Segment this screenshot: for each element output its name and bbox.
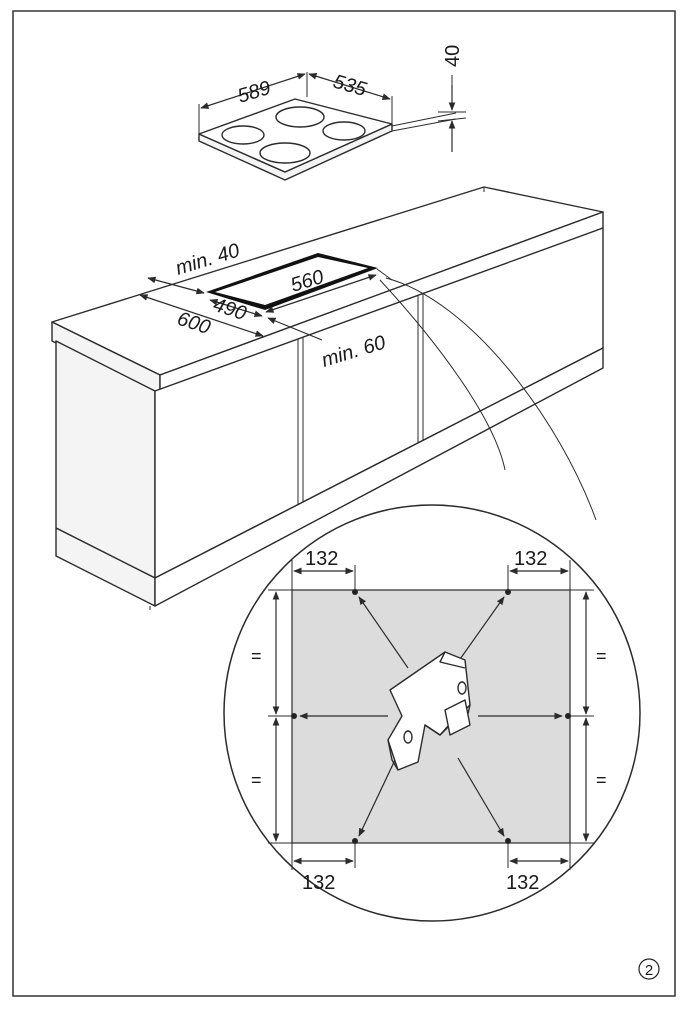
equal-mark-left-bottom: =	[251, 770, 262, 790]
clip-offset-bottom-left-label: 132	[302, 872, 335, 894]
equal-mark-right-bottom: =	[596, 770, 607, 790]
cutout-dimensions	[139, 268, 597, 521]
cooking-zone-left	[221, 125, 265, 145]
hob-width-label: 589	[235, 77, 273, 108]
figure-number: 2	[645, 962, 653, 979]
cooking-zone-front	[259, 142, 311, 164]
clip-offset-bottom-right-label: 132	[506, 872, 539, 894]
fixing-clip	[387, 651, 471, 771]
hob-depth-label: 535	[331, 71, 370, 102]
equal-mark-left-top: =	[251, 646, 262, 666]
figure-number-badge: 2	[638, 958, 660, 980]
clip-detail-magnifier	[223, 504, 641, 922]
page-frame	[12, 10, 676, 997]
clip-offset-top-left-label: 132	[305, 548, 338, 570]
clip-offset-top-right-label: 132	[514, 548, 547, 570]
hob-height-label: 40	[442, 45, 464, 67]
equal-mark-right-top: =	[596, 646, 607, 666]
hob-dimensions	[198, 72, 467, 152]
cooking-zone-right	[322, 121, 366, 141]
hob-illustration	[198, 98, 457, 181]
